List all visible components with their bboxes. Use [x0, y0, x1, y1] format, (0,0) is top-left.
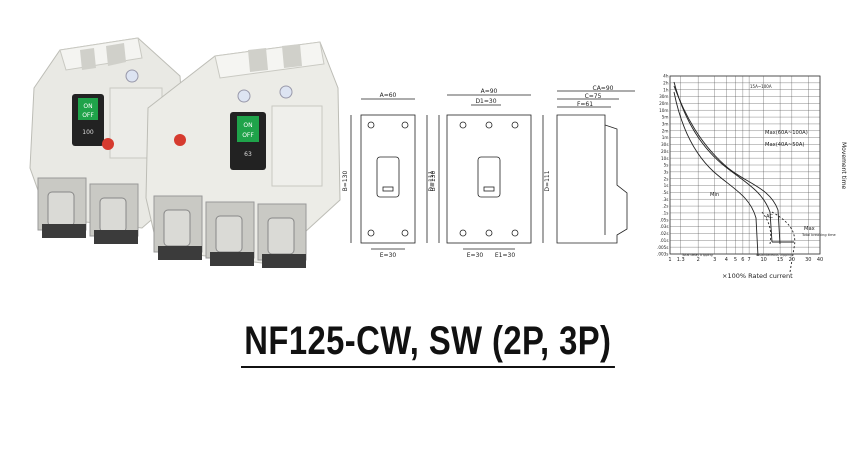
curve-x-tick: 6 [741, 257, 744, 263]
curve-label-total: Total breaking time [801, 233, 836, 237]
curve-label-min: Min [710, 192, 719, 198]
curve-label-max-high: Max(60A~100A) [765, 130, 808, 136]
curve-y-tick: 10s [661, 156, 669, 161]
curve-y-tick: 1m [662, 135, 669, 140]
curve-max-dotted [771, 211, 796, 273]
curve-x-label: ×100% Rated current [722, 272, 793, 280]
curve-max-high [673, 81, 773, 243]
curve-y-tick: .03s [660, 224, 669, 229]
breaker-2p-image: ON OFF 100 [29, 37, 189, 244]
switch-on-3p: ON [243, 122, 252, 129]
dim-2p-height: B=130 [342, 171, 349, 192]
curve-max-low [673, 85, 781, 245]
dim-3p-e1: E1=30 [495, 252, 515, 259]
drawing-side: CA=90 C=75 F=61 [556, 85, 635, 244]
curve-x-tick: 1 [668, 257, 671, 263]
curve-y-tick: 30m [659, 94, 668, 99]
curve-y-tick: .1s [662, 211, 668, 216]
curve-x-tick: 1.3 [677, 257, 685, 263]
curve-y-tick: 10m [659, 108, 668, 113]
dim-2p-depth: D=111 [428, 170, 435, 191]
breaker-3p-image: ON OFF 63 [145, 41, 341, 268]
curve-y-tick: 20m [659, 101, 668, 106]
curve-y-tick: 2m [662, 128, 669, 133]
dim-2p-width: A=60 [380, 92, 397, 99]
page-title-wrap: NF125-CW, SW (2P, 3P) [0, 318, 856, 368]
curve-y-tick: .3s [662, 197, 668, 202]
curve-y-tick: .5s [662, 190, 668, 195]
curve-y-tick: 2h [663, 80, 669, 85]
dim-side-ca: CA=90 [593, 85, 614, 92]
curve-ac-dotted [761, 211, 772, 245]
curve-label-total-delay: Total delay tripping [681, 253, 713, 257]
curve-x-tick: 40 [817, 257, 823, 263]
curve-x-tick: 5 [734, 257, 737, 263]
curve-y-tick: .2s [662, 204, 668, 209]
curve-min [673, 91, 759, 257]
curve-x-tick: 15 [777, 257, 783, 263]
drawing-3p-front: A=90 D1=30 B=130 D=111 E=30 E1=30 [430, 88, 551, 259]
curve-y-label: Movement time [840, 142, 847, 190]
curve-y-tick: .02s [660, 231, 669, 236]
dim-3p-spacing: E=30 [467, 252, 484, 259]
curve-y-tick: .01s [660, 238, 669, 243]
curve-y-tick: 2s [664, 176, 669, 181]
curve-label-instant: Instantaneous tripping [756, 253, 792, 257]
curve-x-tick: 10 [760, 257, 766, 263]
drawing-2p-front: A=60 B=130 D=111 E=30 [342, 92, 435, 259]
page-title: NF125-CW, SW (2P, 3P) [241, 318, 615, 368]
curve-label-ac: AC [766, 214, 773, 220]
switch-on-2p: ON [83, 103, 92, 110]
dim-3p-height: B=130 [430, 171, 437, 192]
switch-off-3p: OFF [242, 132, 254, 139]
dim-3p-d1: D1=30 [475, 98, 496, 105]
curve-y-tick: .003s [657, 252, 669, 257]
switch-rating-3p: 63 [244, 151, 252, 158]
switch-off-2p: OFF [82, 112, 94, 119]
curve-range-note: 15A~100A [750, 84, 772, 89]
curve-lines [673, 81, 796, 273]
dim-2p-spacing: E=30 [380, 252, 397, 259]
curve-x-tick: 3 [713, 257, 716, 263]
curve-y-tick: 1h [663, 87, 669, 92]
product-photos: ON OFF 100 ON OFF 63 [29, 37, 341, 268]
dim-side-f: F=61 [577, 101, 593, 108]
curve-x-tick: 7 [748, 257, 751, 263]
curve-y-tick: 30s [661, 142, 669, 147]
curve-y-tick: 4h [663, 74, 669, 79]
dimension-drawings: A=60 B=130 D=111 E=30 A=90 D1=30 B=130 D… [342, 85, 635, 259]
curve-y-tick: .05s [660, 217, 669, 222]
dim-3p-depth: D=111 [544, 170, 551, 191]
curve-y-tick: 3m [662, 122, 669, 127]
dim-side-c: C=75 [585, 93, 602, 100]
curve-y-tick: 20s [661, 149, 669, 154]
curve-y-tick: 5s [664, 163, 669, 168]
curve-y-tick: 1s [664, 183, 669, 188]
curve-label-max: Max [804, 226, 815, 232]
curve-grid [669, 75, 821, 255]
curve-x-tick: 30 [805, 257, 811, 263]
dim-3p-width: A=90 [481, 88, 498, 95]
curve-label-max-low: Max(40A~50A) [765, 142, 804, 148]
curve-y-tick: 5m [662, 115, 669, 120]
curve-x-tick: 4 [725, 257, 728, 263]
curve-y-tick: .005s [657, 245, 669, 250]
curve-y-tick: 3s [664, 169, 669, 174]
switch-rating-2p: 100 [82, 129, 94, 136]
curve-x-tick: 2 [697, 257, 700, 263]
